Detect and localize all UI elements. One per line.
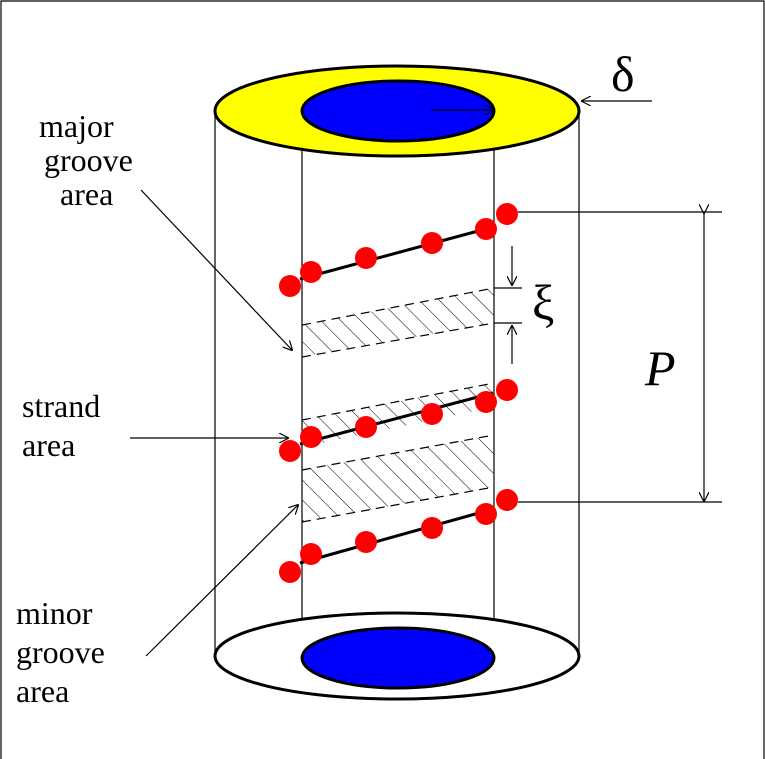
major-groove-leader xyxy=(140,189,292,350)
bottom-core-ellipse xyxy=(300,626,496,690)
bead xyxy=(300,426,322,448)
bead xyxy=(496,203,518,225)
major-groove-upper-dashed xyxy=(301,287,495,326)
beads-middle xyxy=(279,379,518,462)
strand-middle xyxy=(299,391,494,446)
minor-groove-label-line1: minor xyxy=(16,595,93,631)
bead xyxy=(279,275,301,297)
strand-top xyxy=(299,225,494,281)
beads-top xyxy=(279,203,518,297)
bead xyxy=(421,232,443,254)
strand-label-line1: strand xyxy=(22,388,101,424)
top-core-ellipse xyxy=(300,79,496,143)
xi-symbol: ξ xyxy=(532,274,555,330)
major-groove-band xyxy=(302,288,494,357)
major-groove-label-line2: groove xyxy=(44,142,133,178)
strand-label-line2: area xyxy=(22,427,76,463)
minor-groove-label-line3: area xyxy=(16,673,70,709)
bead xyxy=(421,517,443,539)
major-groove-label-line3: area xyxy=(60,176,114,212)
strand-bottom xyxy=(299,507,494,565)
bead xyxy=(475,218,497,240)
major-groove-lower-dashed xyxy=(301,322,495,358)
bead xyxy=(355,416,377,438)
pitch-symbol: P xyxy=(645,340,676,396)
bead xyxy=(279,561,301,583)
major-groove-label-line1: major xyxy=(39,108,114,144)
bead xyxy=(300,261,322,283)
bead xyxy=(421,403,443,425)
delta-symbol: δ xyxy=(611,46,635,102)
bead xyxy=(300,543,322,565)
bead xyxy=(496,489,518,511)
minor-groove-lower-dashed xyxy=(301,486,495,523)
bead xyxy=(475,391,497,413)
minor-groove-upper-dashed xyxy=(301,434,495,471)
minor-groove-leader xyxy=(145,505,298,657)
bead xyxy=(355,531,377,553)
strand-upper-dashed xyxy=(301,382,495,421)
minor-groove-band xyxy=(302,435,494,522)
bead xyxy=(355,247,377,269)
bead xyxy=(279,440,301,462)
bead xyxy=(496,379,518,401)
minor-groove-label-line2: groove xyxy=(16,634,105,670)
beads-bottom xyxy=(279,489,518,583)
bead xyxy=(475,503,497,525)
